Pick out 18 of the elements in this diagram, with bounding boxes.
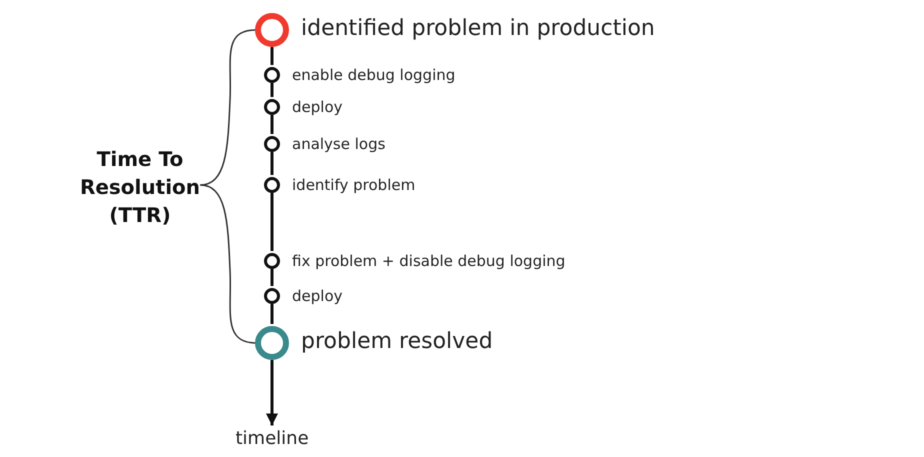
timeline-line xyxy=(270,269,274,286)
step-label: enable debug logging xyxy=(292,66,456,84)
timeline-line xyxy=(270,115,274,134)
timeline-arrow xyxy=(266,360,278,426)
step-label: fix problem + disable debug logging xyxy=(292,252,566,270)
timeline-line xyxy=(270,152,274,175)
step-label: identify problem xyxy=(292,176,416,194)
step-label: deploy xyxy=(292,286,342,305)
timeline-line xyxy=(270,193,274,251)
milestone-label: problem resolved xyxy=(301,329,493,354)
axis-label: timeline xyxy=(236,428,309,448)
milestone-label: identified problem in production xyxy=(301,16,655,42)
timeline-line xyxy=(270,83,274,97)
timeline-line xyxy=(270,47,274,65)
bracket-label: Time To Resolution (TTR) xyxy=(78,146,202,229)
timeline-line xyxy=(270,304,274,324)
step-label: analyse logs xyxy=(292,134,386,153)
step-label: deploy xyxy=(292,98,342,116)
